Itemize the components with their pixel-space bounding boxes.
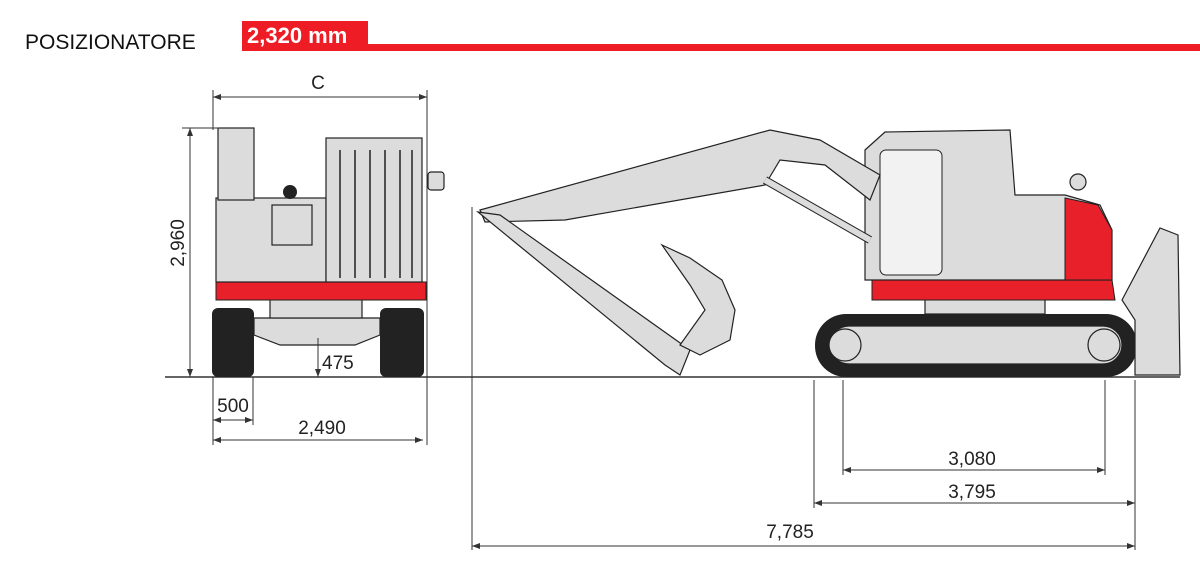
front-view-excavator: [212, 127, 445, 377]
side-view-excavator: [475, 129, 1181, 377]
overall-length-dimension: 7,785: [766, 522, 814, 543]
overall-width-dimension: 2,490: [298, 418, 346, 439]
header-rule: [368, 44, 1200, 51]
title-label: POSIZIONATORE: [25, 31, 196, 54]
posizionatore-value-badge: 2,320 mm: [242, 21, 368, 51]
height-dimension: 2,960: [168, 219, 189, 267]
width-label-c: C: [311, 73, 325, 94]
track-width-dimension: 500: [217, 396, 249, 417]
track-length-dimension: 3,795: [948, 482, 996, 503]
tumbler-distance-dimension: 3,080: [948, 449, 996, 470]
ground-clearance-dimension: 475: [322, 353, 354, 374]
